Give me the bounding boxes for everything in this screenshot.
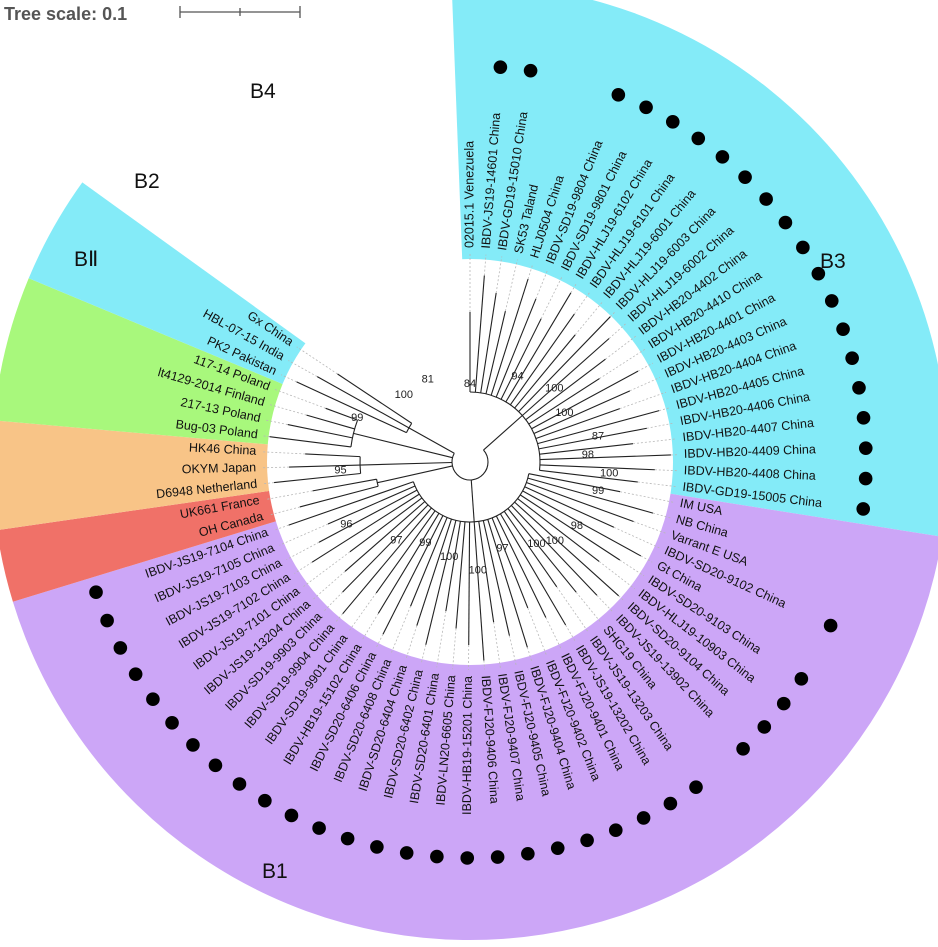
bootstrap-value: 87 [592, 430, 604, 442]
bootstrap-value: 99 [419, 537, 431, 549]
clade-label-BII: BⅡ [74, 248, 98, 271]
marker-dot [100, 614, 114, 628]
marker-dot [856, 502, 870, 516]
marker-dot [859, 441, 873, 455]
marker-dot [186, 738, 200, 752]
bootstrap-value: 98 [571, 520, 583, 532]
marker-dot [757, 720, 771, 734]
marker-dot [612, 88, 626, 102]
marker-dot [691, 132, 705, 146]
marker-dot [460, 851, 474, 865]
marker-dot [129, 667, 143, 681]
leaf-label: IBDV-HB19-15201 China [460, 676, 475, 815]
tree-scale: Tree scale: 0.1 [4, 4, 300, 24]
bootstrap-value: 96 [340, 519, 352, 531]
marker-dot [836, 322, 850, 336]
marker-dot [738, 170, 752, 184]
marker-dot [89, 585, 103, 599]
marker-dot [370, 840, 384, 854]
marker-dot [494, 60, 508, 74]
bootstrap-value: 99 [592, 485, 604, 497]
bootstrap-value: 84 [464, 378, 476, 390]
marker-dot [796, 241, 810, 255]
marker-dot [845, 351, 859, 365]
tree-scale-label: Tree scale: 0.1 [4, 4, 127, 24]
tree-scale-bar [180, 6, 300, 18]
marker-dot [777, 697, 791, 711]
marker-dot [524, 64, 538, 78]
bootstrap-value: 95 [334, 464, 346, 476]
marker-dot [666, 115, 680, 129]
marker-dot [580, 833, 594, 847]
marker-dot [430, 850, 444, 864]
bootstrap-value: 99 [351, 412, 363, 424]
marker-dot [716, 150, 730, 164]
clade-label-B3: B3 [820, 250, 846, 273]
marker-dot [285, 809, 299, 823]
marker-dot [664, 797, 678, 811]
marker-dot [825, 294, 839, 308]
marker-dot [521, 847, 535, 861]
marker-dot [859, 472, 873, 486]
bootstrap-value: 100 [546, 535, 564, 547]
bootstrap-value: 100 [555, 407, 573, 419]
bootstrap-value: 81 [422, 374, 434, 386]
leaf-label: OKYM Japan [182, 460, 257, 476]
marker-dot [400, 846, 414, 860]
clade-label-B1: B1 [262, 860, 288, 883]
marker-dot [165, 716, 179, 730]
marker-dot [637, 811, 651, 825]
marker-dot [609, 823, 623, 837]
bootstrap-value: 97 [496, 542, 508, 554]
bootstrap-value: 94 [511, 371, 523, 383]
marker-dot [146, 692, 160, 706]
marker-dot [233, 777, 247, 791]
marker-dot [779, 216, 793, 230]
bootstrap-value: 97 [390, 535, 402, 547]
bootstrap-value: 100 [545, 382, 563, 394]
bootstrap-value: 100 [600, 468, 618, 480]
marker-dot [795, 672, 809, 686]
marker-dot [689, 780, 703, 794]
bootstrap-value: 100 [469, 565, 487, 577]
marker-dot [736, 742, 750, 756]
clade-label-B4: B4 [250, 80, 276, 103]
marker-dot [551, 841, 565, 855]
bootstrap-value: 100 [395, 389, 413, 401]
marker-dot [312, 821, 326, 835]
marker-dot [759, 192, 773, 206]
bootstrap-value: 100 [527, 538, 545, 550]
marker-dot [857, 411, 871, 425]
clade-arc [360, 457, 361, 474]
bootstrap-value: 100 [440, 551, 458, 563]
bootstrap-value: 98 [582, 449, 594, 461]
marker-dot [209, 759, 223, 773]
marker-dot [341, 832, 355, 846]
marker-dot [114, 641, 128, 655]
marker-dot [491, 850, 505, 864]
leaf-label: 02015.1 Venezuela [462, 141, 476, 248]
marker-dot [824, 619, 838, 633]
clade-label-B2: B2 [134, 170, 160, 193]
marker-dot [258, 794, 272, 808]
marker-dot [852, 381, 866, 395]
marker-dot [639, 100, 653, 114]
